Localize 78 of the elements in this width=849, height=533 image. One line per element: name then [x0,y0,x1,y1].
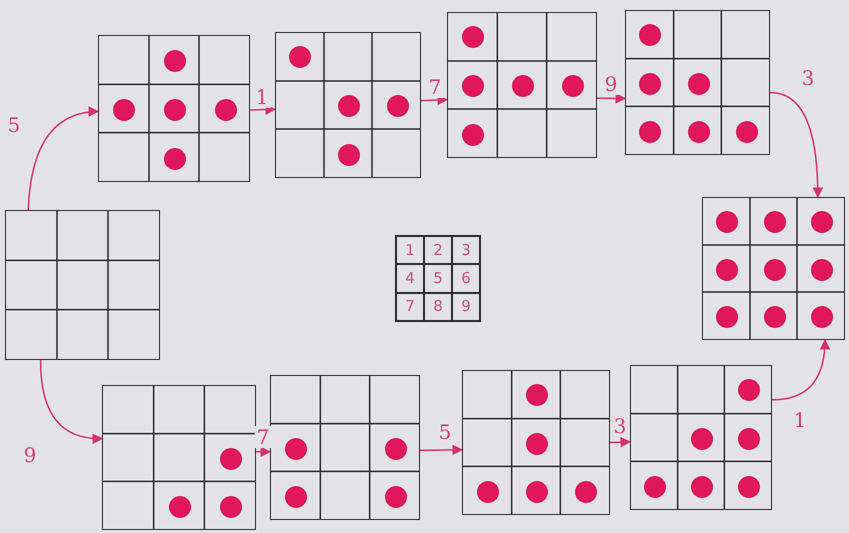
dot [716,306,738,328]
dot [811,210,834,233]
edge-label: 7 [254,426,272,448]
dot [220,496,242,518]
dot [462,75,484,97]
dot [738,476,760,498]
dot [736,120,758,143]
grid-3x3 [462,370,610,515]
arrow [770,92,823,198]
dot [385,438,407,460]
grid-3x3 [702,197,845,340]
dot [164,50,186,72]
dot [688,72,710,94]
dot [526,480,548,503]
dot [462,124,484,146]
dot [476,480,499,503]
cell-number: 2 [424,236,452,264]
dot [338,95,360,117]
arrow [420,444,464,456]
dot [691,476,713,498]
dot [526,432,548,454]
arrow [256,446,272,457]
cell-number: 8 [424,292,452,321]
dot [214,98,237,120]
dot [738,379,760,402]
dot [164,148,186,170]
dot [691,428,713,450]
dot [285,438,307,460]
grid-3x3 [270,375,420,520]
cell-number: 9 [452,292,480,321]
dot [764,258,786,280]
arrow [772,338,830,401]
dot [738,428,760,450]
cell-number: 1 [396,236,424,264]
arrow [40,360,104,444]
dot [811,306,834,328]
dot [716,258,738,280]
dot [764,210,786,233]
grid-3x3 [5,210,160,360]
dot [462,26,484,48]
grid-3x3 [98,35,250,182]
cell-number: 6 [452,264,480,293]
dot [644,476,666,498]
grid-3x3 [625,10,770,155]
edge-label: 9 [602,73,620,95]
grid-3x3 [630,365,772,510]
dot [386,95,409,117]
dot [113,98,136,120]
dot [716,210,738,233]
dot [764,306,786,328]
dot [512,75,534,97]
dot [639,120,662,143]
cell-number: 3 [452,236,480,264]
dot [385,486,407,508]
dot [639,24,662,46]
cell-number: 5 [424,264,452,293]
number-key-grid [395,235,481,322]
grid-3x3 [102,385,256,530]
grid-3x3 [275,32,421,178]
arrow [28,106,100,210]
dot [338,144,360,166]
grid-3x3 [447,12,597,158]
dot [285,486,307,508]
dot [169,496,191,518]
dot [220,448,242,470]
dot [562,75,584,97]
arrow [610,436,632,448]
dot [289,46,312,68]
arrow [597,93,626,104]
arrow [250,104,276,115]
cell-number: 7 [396,292,424,321]
dot [811,258,834,280]
dot [575,480,598,503]
dot [639,72,662,94]
dot [688,120,710,143]
dot [164,98,186,120]
cell-number: 4 [396,264,424,293]
dot [526,384,548,406]
